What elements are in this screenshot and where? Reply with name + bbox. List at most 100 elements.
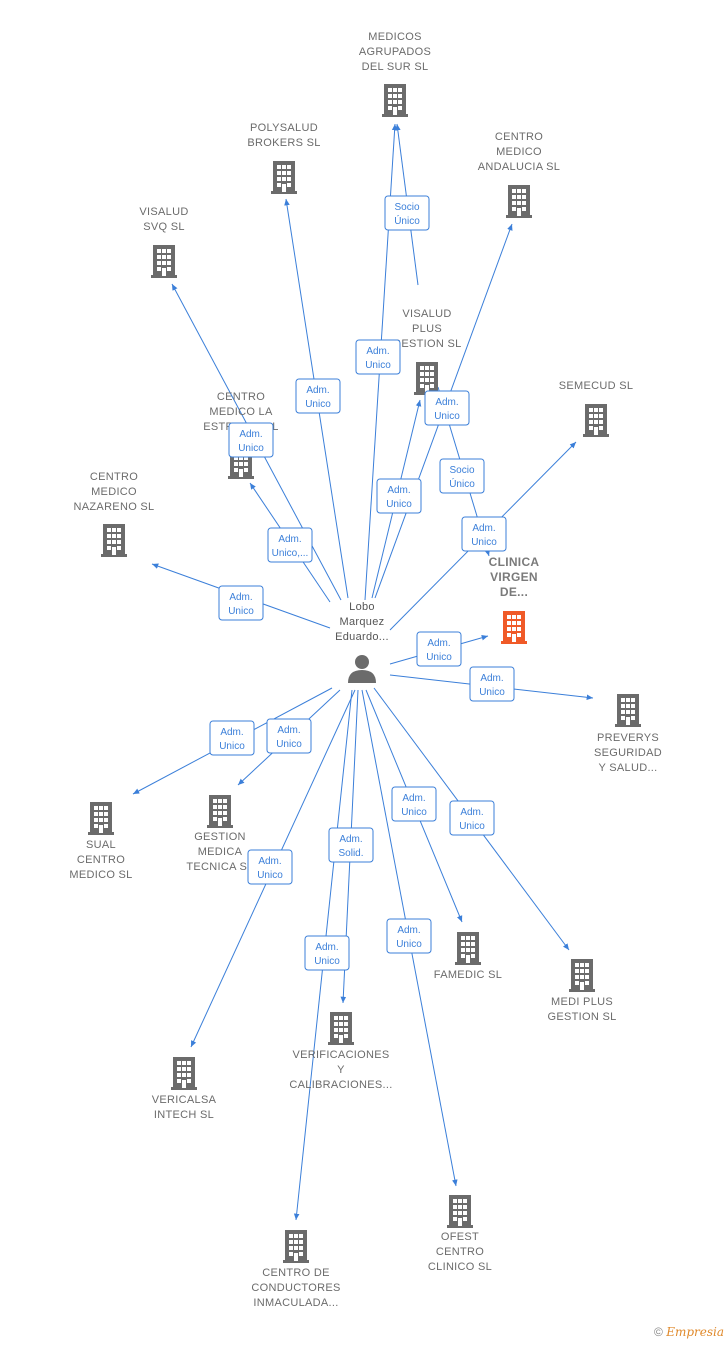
person-label: Marquez: [340, 616, 385, 628]
edge-label-text: Adm.: [229, 592, 252, 603]
building-icon: [447, 1195, 473, 1228]
edge-label-text: Unico: [276, 739, 302, 750]
company-label: SEMECUD SL: [559, 380, 634, 392]
building-icon: [283, 1230, 309, 1263]
edge-label-center-visalud_plus[interactable]: Adm.Unico: [376, 478, 422, 514]
edge-label-text: Solid.: [338, 848, 363, 859]
edge-label-center-preverys[interactable]: Adm.Unico: [469, 666, 515, 702]
company-label: BROKERS SL: [247, 137, 320, 149]
edge-label-text: Único: [449, 477, 475, 490]
edge-label-center-clinica_virgen[interactable]: Adm.Unico: [416, 631, 462, 667]
edge-label-center-visalud_svq[interactable]: Adm.Unico: [228, 422, 274, 458]
edge-label-center-famedic[interactable]: Adm.Unico: [391, 786, 437, 822]
building-icon: [583, 404, 609, 437]
edge-label-box: [218, 585, 264, 621]
edge-label-center-verificaciones[interactable]: Adm. Solid.: [328, 827, 374, 863]
edge-label-center-polysalud[interactable]: Adm.Unico: [295, 378, 341, 414]
edge-label-center-centro_nazareno[interactable]: Adm.Unico: [218, 585, 264, 621]
company-label: PREVERYS: [597, 732, 659, 744]
edge-label-box: [386, 918, 432, 954]
company-label: MEDI PLUS: [551, 996, 613, 1008]
copyright-icon: ©: [654, 1325, 663, 1339]
company-label: VERICALSA: [152, 1094, 217, 1106]
company-label: VISALUD: [402, 308, 451, 320]
company-label: ANDALUCIA SL: [478, 161, 560, 173]
company-label: MEDICA: [198, 846, 243, 858]
company-label: CENTRO DE: [262, 1267, 329, 1279]
edge-label-center-sual[interactable]: Adm.Unico: [209, 720, 255, 756]
edge-label-center-medi_plus[interactable]: Adm.Unico: [449, 800, 495, 836]
edge-label-text: Unico: [434, 411, 460, 422]
edge-label-box: [384, 195, 430, 231]
edge-label-text: Adm.: [339, 834, 362, 845]
edge-label-box: [376, 478, 422, 514]
edge-label-center-gestion_medica[interactable]: Adm. Unico: [266, 718, 312, 754]
edge-label-text: Adm.: [387, 485, 410, 496]
edge-label-center-medicos[interactable]: Adm.Unico: [355, 339, 401, 375]
edge-label-box: [416, 631, 462, 667]
edge-label-text: Unico: [396, 939, 422, 950]
building-icon: [501, 611, 527, 644]
edge-label-center-centro_andalucia[interactable]: Adm. Unico: [424, 390, 470, 426]
edge-label-center-centro_conductores[interactable]: Adm.Unico: [304, 935, 350, 971]
company-label: VERIFICACIONES: [292, 1049, 389, 1061]
building-icon: [414, 362, 440, 395]
company-label: INMACULADA...: [253, 1297, 338, 1309]
edge-label-box: [328, 827, 374, 863]
edge-label-center-vericalsa[interactable]: Adm.Unico: [247, 849, 293, 885]
company-label: VISALUD: [139, 206, 188, 218]
building-icon: [615, 694, 641, 727]
company-node-visalud_plus[interactable]: VISALUD PLUS GESTION SL: [392, 308, 461, 395]
edge-label-box: [266, 718, 312, 754]
edge-label-text: Adm.: [402, 793, 425, 804]
company-label: Y: [337, 1064, 345, 1076]
company-label: FAMEDIC SL: [434, 969, 502, 981]
company-label: SEGURIDAD: [594, 747, 662, 759]
edge-label-text: Unico: [479, 687, 505, 698]
company-label: GESTION SL: [392, 338, 461, 350]
company-node-famedic[interactable]: FAMEDIC SL: [434, 932, 502, 981]
edge-label-text: Adm.: [435, 397, 458, 408]
edge-label-box: [228, 422, 274, 458]
company-label: PLUS: [412, 323, 442, 335]
person-label: Eduardo...: [335, 631, 389, 643]
building-icon: [171, 1057, 197, 1090]
edge-label-center-semecud[interactable]: Adm.Unico: [461, 516, 507, 552]
edge-label-center-centro_estrella[interactable]: Adm.Unico,...: [267, 527, 313, 563]
edge-label-box: [267, 527, 313, 563]
edge-label-center-ofest[interactable]: Adm.Unico: [386, 918, 432, 954]
edge-label-box: [355, 339, 401, 375]
edge-label-text: Unico: [219, 741, 245, 752]
edge-label-text: Único: [394, 214, 420, 227]
edge-label-box: [461, 516, 507, 552]
company-node-verificaciones[interactable]: VERIFICACIONESYCALIBRACIONES...: [289, 1012, 392, 1091]
company-label: AGRUPADOS: [359, 46, 431, 58]
company-node-centro_conductores[interactable]: CENTRO DECONDUCTORESINMACULADA...: [251, 1230, 340, 1309]
company-label: NAZARENO SL: [74, 501, 155, 513]
company-node-semecud[interactable]: SEMECUD SL: [559, 380, 634, 437]
edge-label-text: Adm.: [306, 385, 329, 396]
edge-label-box: [295, 378, 341, 414]
company-label: GESTION: [194, 831, 246, 843]
brand-logo[interactable]: Empresia: [666, 1325, 724, 1339]
edge-label-text: Adm.: [277, 725, 300, 736]
edge-label-text: Adm.: [366, 346, 389, 357]
person-node[interactable]: LoboMarquezEduardo...: [335, 601, 389, 683]
edge-label-text: Unico: [426, 652, 452, 663]
company-node-clinica_virgen[interactable]: CLINICAVIRGENDE...: [489, 555, 540, 644]
building-icon: [382, 84, 408, 117]
